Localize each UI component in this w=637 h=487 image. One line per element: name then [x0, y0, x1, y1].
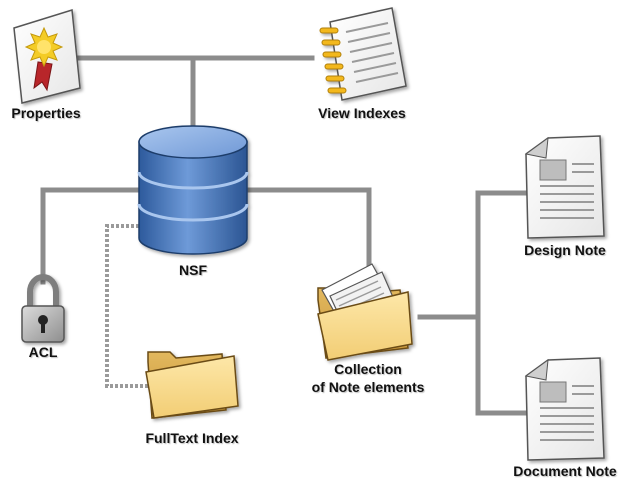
fulltext-index-label: FullText Index	[145, 430, 239, 446]
document-icon	[524, 135, 605, 239]
connector-branch-design-note	[475, 190, 528, 416]
design-note-label: Design Note	[524, 242, 606, 258]
document-note-label: Document Note	[513, 463, 617, 479]
connector-nsf-collection	[245, 187, 372, 268]
padlock-icon	[21, 274, 65, 343]
folder-icon	[145, 351, 239, 419]
properties-label: Properties	[11, 105, 81, 121]
document-icon	[524, 357, 605, 461]
collection-label-line1: Collection	[334, 361, 402, 377]
acl-label: ACL	[28, 344, 58, 360]
certificate-icon	[13, 9, 81, 104]
connector-nsf-acl	[40, 187, 142, 285]
folder-with-papers-icon	[317, 263, 413, 361]
view-indexes-label: View Indexes	[318, 105, 406, 121]
nsf-label: NSF	[179, 262, 207, 278]
notebook-icon	[319, 7, 407, 101]
collection-label-line2: of Note elements	[311, 379, 425, 395]
database-icon	[137, 125, 249, 255]
connector-nsf-fulltext-dashed	[105, 224, 148, 388]
connectors	[40, 55, 528, 416]
